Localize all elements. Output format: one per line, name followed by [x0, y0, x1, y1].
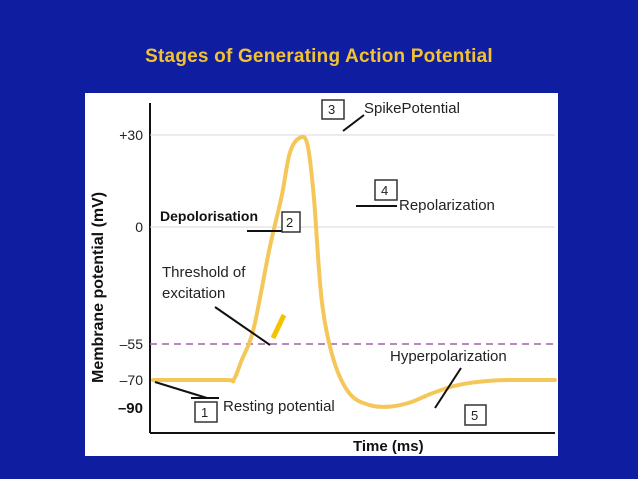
gridlines [150, 134, 555, 228]
stage-2-number: 2 [286, 215, 293, 230]
chart-svg: +30 0 –55 –70 –90 Membrane potential (mV) Ti… [90, 99, 557, 455]
action-potential-chart: +30 0 –55 –70 –90 Membrane potential (mV) Ti… [85, 93, 558, 456]
hyperpolarization-pointer [434, 367, 462, 409]
stage-2-box [281, 211, 301, 233]
stage-1-number: 1 [201, 405, 208, 420]
stage-4-number: 4 [381, 183, 388, 198]
threshold-highlight [270, 313, 287, 340]
hyperpolarization-label: Hyperpolarization [390, 348, 507, 365]
x-axis-label: Time (ms) [353, 438, 424, 455]
threshold-label-line-2: excitation [162, 285, 225, 302]
stage-3-box [321, 99, 345, 120]
depolarisation-label: Depolorisation [160, 208, 258, 224]
stage-5-number: 5 [471, 408, 478, 423]
y-tick-label: –55 [120, 336, 144, 352]
resting-potential-label: Resting potential [223, 398, 335, 415]
y-axis-label: Membrane potential (mV) [90, 192, 107, 383]
y-tick-label: 0 [135, 219, 143, 235]
spike-potential-label: SpikePotential [364, 100, 460, 117]
stage-5-box [464, 404, 487, 426]
y-tick-label: –90 [118, 400, 143, 417]
threshold-label-line-1: Threshold of [162, 264, 246, 281]
stage-1-box [194, 401, 218, 423]
y-tick-label: –70 [120, 372, 144, 388]
y-tick-label: +30 [119, 127, 143, 143]
slide-title: Stages of Generating Action Potential [145, 46, 493, 67]
threshold-pointer [214, 306, 271, 346]
resting-pointer [154, 381, 208, 399]
y-tick-labels: +30 0 –55 –70 –90 [118, 127, 143, 417]
spike-pointer [342, 114, 365, 132]
stage-4-box [374, 179, 398, 201]
stage-3-number: 3 [328, 102, 335, 117]
repolarization-label: Repolarization [399, 197, 495, 214]
